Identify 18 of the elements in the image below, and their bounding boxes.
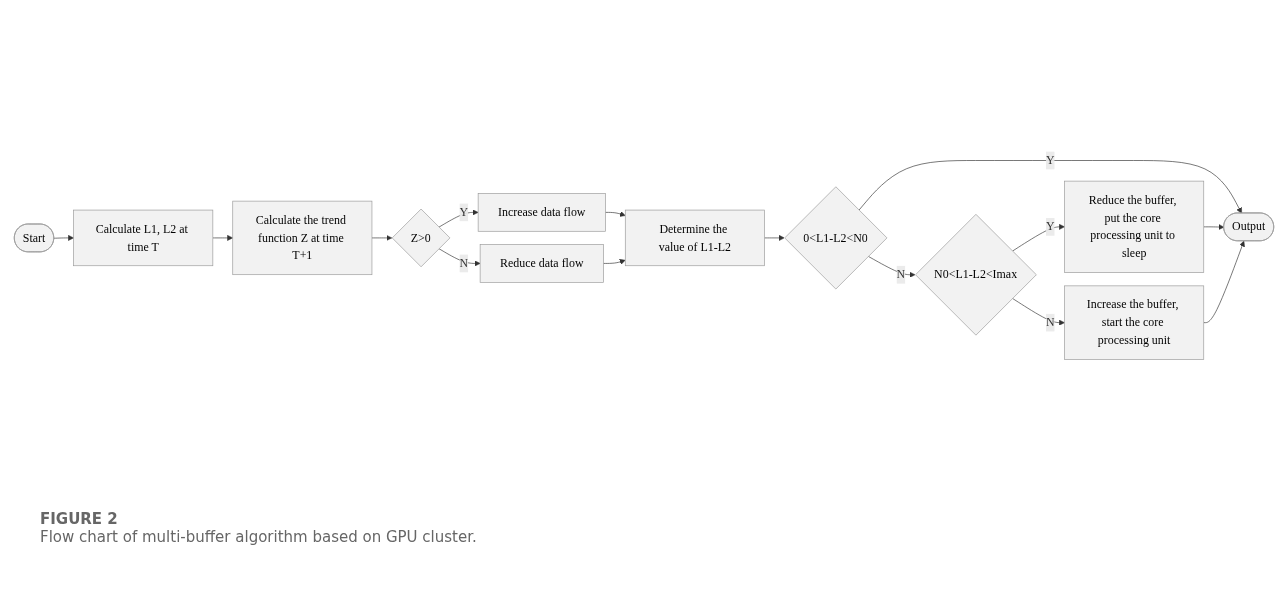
edge-label: N [896, 267, 906, 281]
edge-label: Y [459, 204, 469, 219]
edge-label: Y [1045, 153, 1055, 167]
edge-label: N [1045, 315, 1055, 329]
node-diamond: N0<L1-L2<Imax [915, 213, 1037, 335]
node-box: Calculate L1, L2 at time T [73, 209, 214, 266]
edge-label: N [459, 255, 469, 270]
node-box: Increase data flow [477, 192, 606, 232]
edge-label: Y [1045, 219, 1055, 233]
node-box: Reduce the buffer, put the core processing unit to sleep [1064, 180, 1205, 273]
figure-caption: Flow chart of multi-buffer algorithm based on GPU cluster. [40, 528, 478, 546]
node-diamond: 0<L1-L2<N0 [784, 185, 888, 289]
node-box: Increase the buffer, start the core processing unit [1064, 285, 1205, 360]
figure-title: FIGURE 2 [40, 510, 119, 528]
node-box: Calculate the trend function Z at time T+1 [232, 200, 373, 275]
node-box: Determine the value of L1-L2 [624, 209, 765, 266]
node-diamond: Z>0 [391, 208, 451, 267]
node-box: Reduce data flow [479, 243, 604, 283]
